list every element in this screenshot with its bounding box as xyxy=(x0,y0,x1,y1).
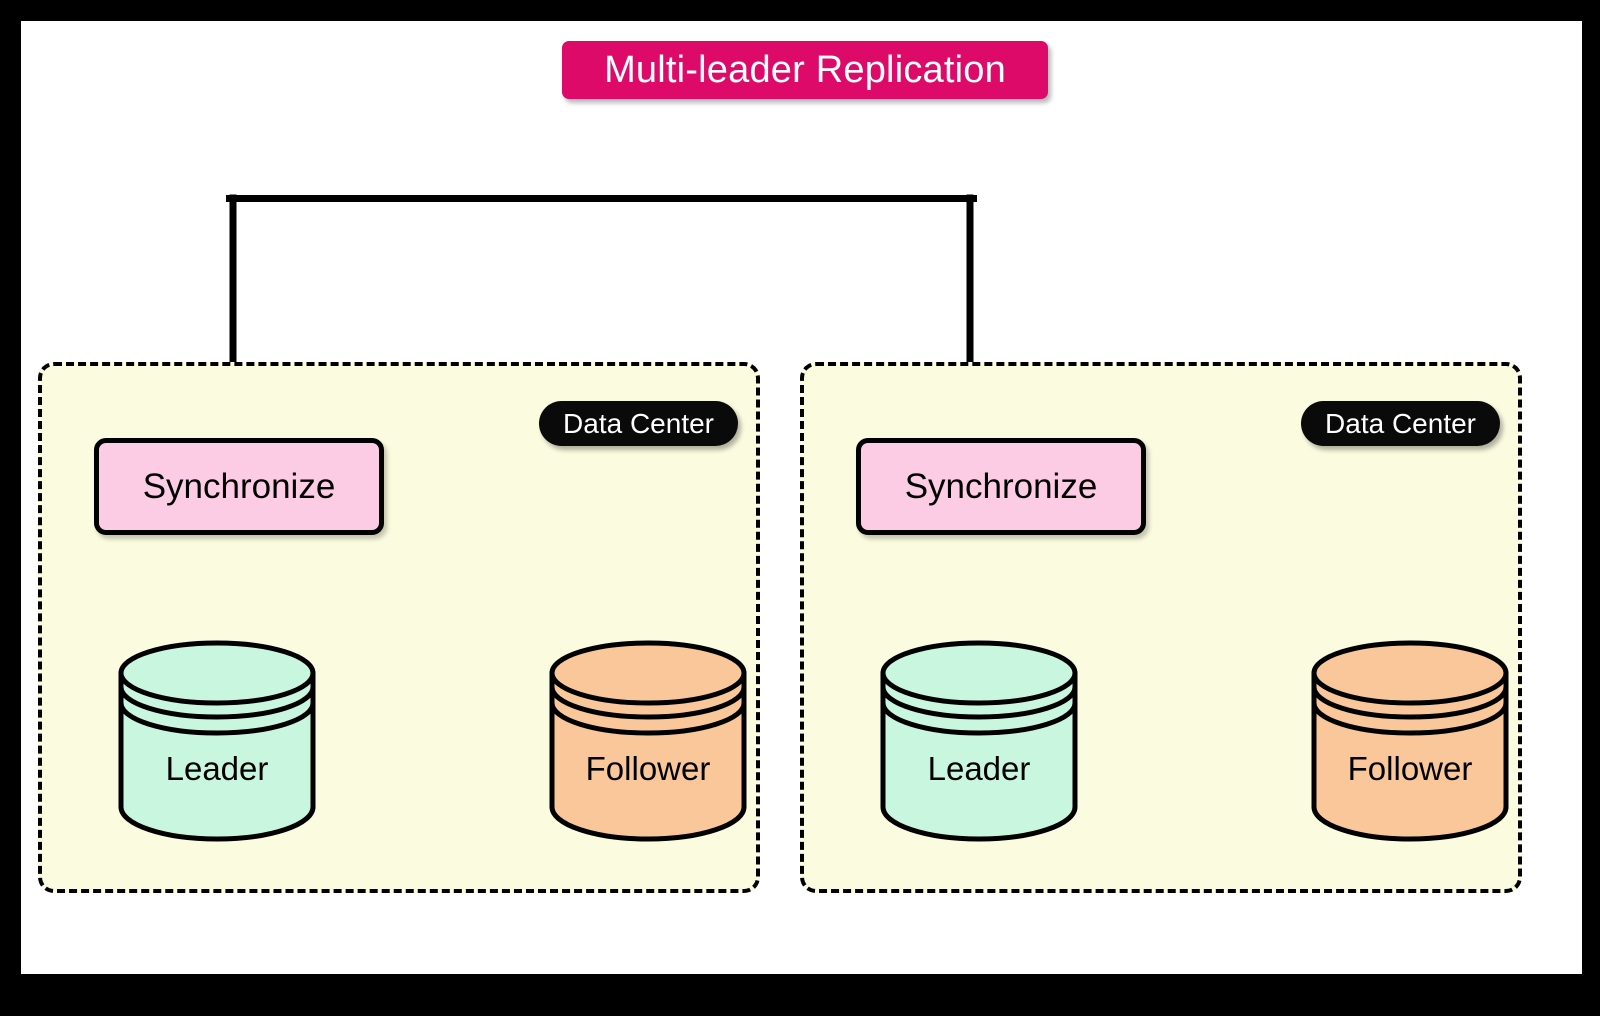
datacenter-badge-label: Data Center xyxy=(563,407,714,439)
datacenter-right[interactable]: Data Center Synchronize Leader xyxy=(800,362,1522,893)
synchronize-label: Synchronize xyxy=(904,467,1098,506)
follower-database-left[interactable]: Follower xyxy=(548,639,748,844)
datacenter-badge-left: Data Center xyxy=(539,401,738,446)
leader-database-right[interactable]: Leader xyxy=(879,639,1079,844)
diagram-title-banner: Multi-leader Replication xyxy=(562,41,1048,99)
datacenter-badge-label: Data Center xyxy=(1325,407,1476,439)
leader-database-left[interactable]: Leader xyxy=(117,639,317,844)
datacenter-badge-right: Data Center xyxy=(1301,401,1500,446)
synchronize-node-right[interactable]: Synchronize xyxy=(856,438,1146,535)
datacenter-left[interactable]: Data Center Synchronize Leader xyxy=(38,362,760,893)
follower-database-right[interactable]: Follower xyxy=(1310,639,1510,844)
page-title: Multi-leader Replication xyxy=(604,49,1006,91)
synchronize-node-left[interactable]: Synchronize xyxy=(94,438,384,535)
synchronize-label: Synchronize xyxy=(142,467,336,506)
diagram-canvas: Multi-leader Replication xyxy=(21,21,1582,974)
